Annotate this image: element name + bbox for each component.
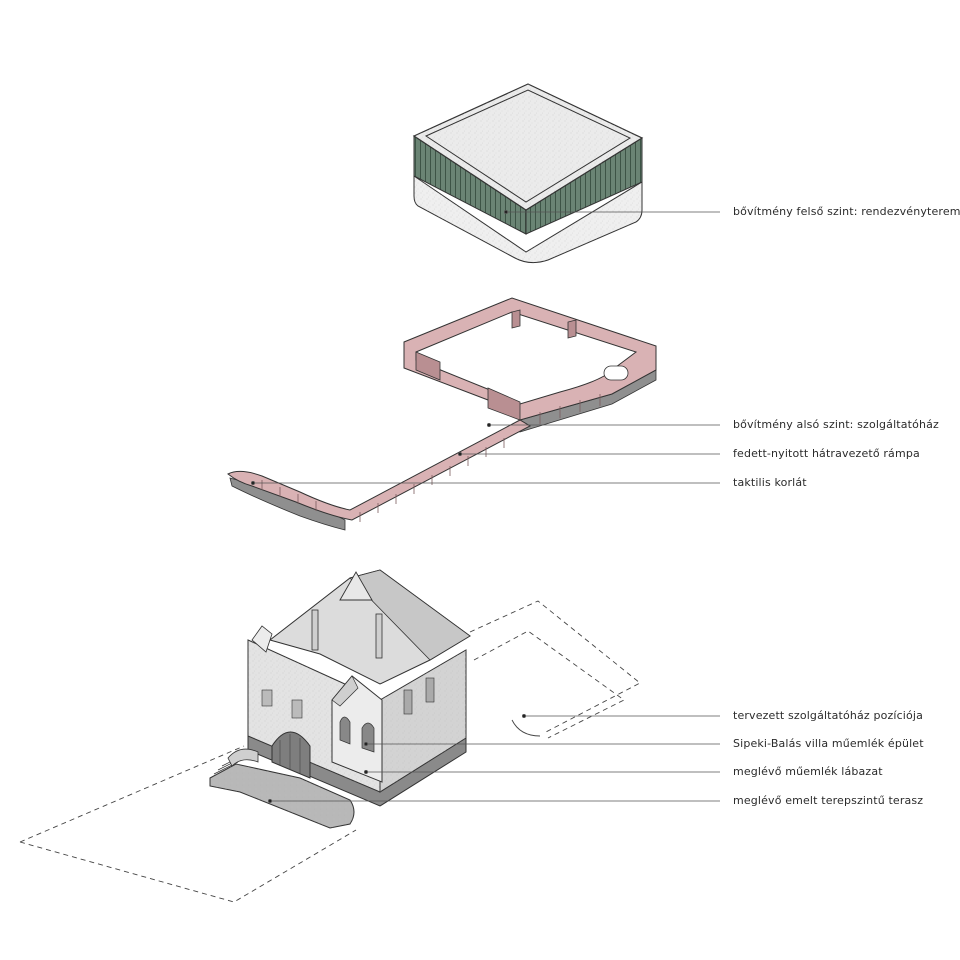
leader-lower-level <box>486 422 720 427</box>
leader-terrace <box>267 799 720 804</box>
leader-planned-position <box>522 714 720 719</box>
leader-plinth <box>363 770 720 775</box>
leader-upper-level <box>503 209 720 214</box>
upper-volume <box>412 83 644 264</box>
label-tactile-rail: taktilis korlát <box>733 476 807 489</box>
label-ramp: fedett-nyitott hátravezető rámpa <box>733 447 920 460</box>
label-terrace: meglévő emelt terepszintű terasz <box>733 794 924 807</box>
label-lower-level: bővítmény alsó szint: szolgáltatóház <box>733 418 939 431</box>
planned-position-outline <box>19 600 641 903</box>
label-upper-level: bővítmény felső szint: rendezvényterem <box>733 205 960 218</box>
label-planned-position: tervezett szolgáltatóház pozíciója <box>733 709 923 722</box>
lower-volume <box>227 297 657 531</box>
leader-ramp <box>457 451 720 456</box>
villa-building <box>209 569 471 829</box>
leader-villa <box>363 742 720 747</box>
label-villa: Sipeki-Balás villa műemlék épület <box>733 737 924 750</box>
leader-tactile-rail <box>250 480 720 485</box>
label-plinth: meglévő műemlék lábazat <box>733 765 883 778</box>
leader-lines <box>250 209 720 804</box>
